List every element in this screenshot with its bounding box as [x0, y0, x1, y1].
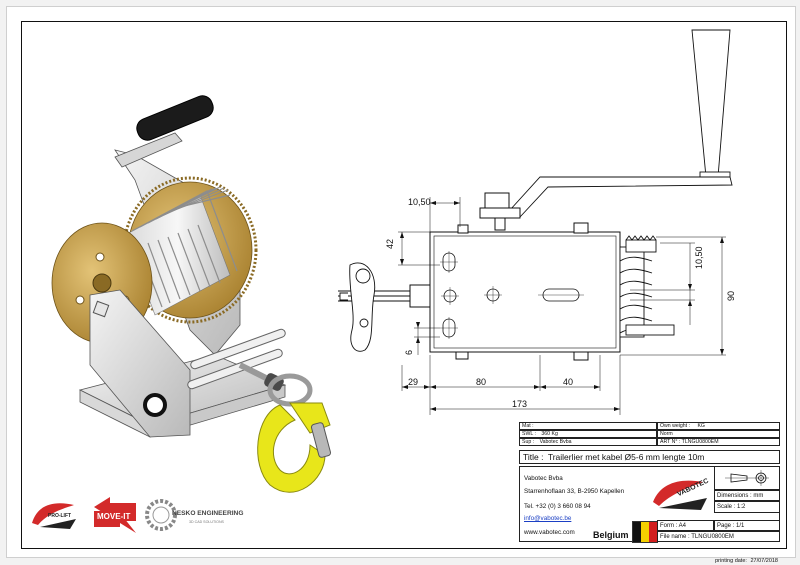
mat-cell: Mat :: [519, 422, 657, 430]
title-block: Mat : Own weight : KG SWL : 360 Kg Norm …: [519, 422, 780, 543]
moveit-logo: MOVE-IT: [94, 497, 136, 533]
dimension-labels: 10,50 42 6 10,50 90 29 80 40 173: [385, 197, 736, 409]
dimensions-cell: Dimensions : mm: [714, 490, 780, 501]
sup-cell: Sup : Vabotec Bvba: [519, 438, 657, 446]
printing-date-label: printing date:: [715, 558, 747, 564]
swl-label: SWL :: [522, 431, 536, 437]
form-cell: Form : A4: [657, 520, 714, 531]
norm-cell: Norm: [657, 430, 780, 438]
dim-40: 40: [563, 377, 573, 387]
dim-right-inner: 10,50: [694, 246, 704, 269]
dim-29: 29: [408, 377, 418, 387]
prolift-logo: PRO-LIFT: [32, 503, 76, 529]
projection-symbol-cell: [714, 466, 780, 490]
drawing-frame: [21, 21, 787, 549]
weight-label: Own weight :: [660, 423, 690, 429]
file-label: File name : TLNGU0800EM: [660, 534, 734, 540]
yellow-hook: [257, 402, 332, 493]
swl-cell: SWL : 360 Kg: [519, 430, 657, 438]
title-value: Trailerlier met kabel Ø5-6 mm lengte 10m: [547, 452, 705, 462]
moveit-logo-text: MOVE-IT: [97, 512, 130, 521]
scale-label: Scale : 1:2: [717, 504, 746, 510]
norm-label: Norm: [660, 431, 673, 437]
technical-drawing: 10,50 42 6 10,50 90 29 80 40 173: [338, 29, 736, 415]
dim-80: 80: [476, 377, 486, 387]
logos-strip: PRO-LIFT MOVE-IT NESKO ENGINEERING 3D CA…: [32, 497, 243, 533]
handle-top-view: [691, 29, 731, 178]
art-label: ART N° : TLNGU0800EM: [660, 439, 719, 445]
dim-bottom: 6: [404, 350, 414, 355]
winch-3d-render: [51, 95, 332, 493]
swl-value: 360 Kg: [541, 431, 558, 437]
weight-unit: KG: [697, 423, 705, 429]
company-web: www.vabotec.com: [524, 529, 575, 536]
hook-side-view: [339, 262, 376, 352]
vabotec-logo: VABOTEC: [653, 478, 710, 510]
weight-cell: Own weight : KG: [657, 422, 780, 430]
nesko-logo: NESKO ENGINEERING 3D CAD SOLUTIONS: [145, 499, 243, 531]
scale-cell: Scale : 1:2: [714, 501, 780, 513]
dim-173: 173: [512, 399, 527, 409]
title-cell: Title : Trailerlier met kabel Ø5-6 mm le…: [519, 450, 780, 464]
dim-top: 10,50: [408, 197, 431, 207]
drum-coils: [619, 235, 675, 338]
company-address: Starrenhoflaan 33, B-2950 Kapellen: [524, 488, 625, 495]
title-label: Title :: [523, 452, 544, 462]
sup-label: Sup :: [522, 439, 535, 445]
nesko-logo-main: NESKO ENGINEERING: [172, 510, 243, 517]
company-tel: Tel. +32 (0) 3 660 08 94: [524, 503, 591, 510]
dim-height: 42: [385, 239, 395, 249]
printing-date-value: 27/07/2018: [750, 558, 778, 564]
file-cell: File name : TLNGU0800EM: [657, 531, 780, 542]
page-cell: Page : 1/1: [714, 520, 780, 531]
form-label: Form : A4: [660, 523, 687, 529]
nesko-logo-sub: 3D CAD SOLUTIONS: [189, 520, 225, 524]
sup-value: Vabotec Bvba: [539, 439, 572, 445]
company-name: Vabotec Bvba: [524, 475, 563, 482]
mat-label: Mat :: [522, 423, 534, 429]
dimensions-label: Dimensions : mm: [717, 493, 764, 499]
country-label: Belgium: [593, 530, 629, 540]
prolift-logo-text: PRO-LIFT: [48, 513, 71, 519]
winch-body-outline: [429, 231, 621, 353]
handle-grip: [136, 95, 214, 141]
company-email-link[interactable]: info@vabotec.be: [524, 515, 572, 522]
art-cell: ART N° : TLNGU0800EM: [657, 438, 780, 446]
projection-icon: [725, 470, 769, 486]
printing-date: printing date: 27/07/2018: [713, 558, 778, 564]
dim-right-outer: 90: [726, 291, 736, 301]
page-label: Page : 1/1: [717, 523, 745, 529]
belgium-flag: [632, 521, 658, 543]
